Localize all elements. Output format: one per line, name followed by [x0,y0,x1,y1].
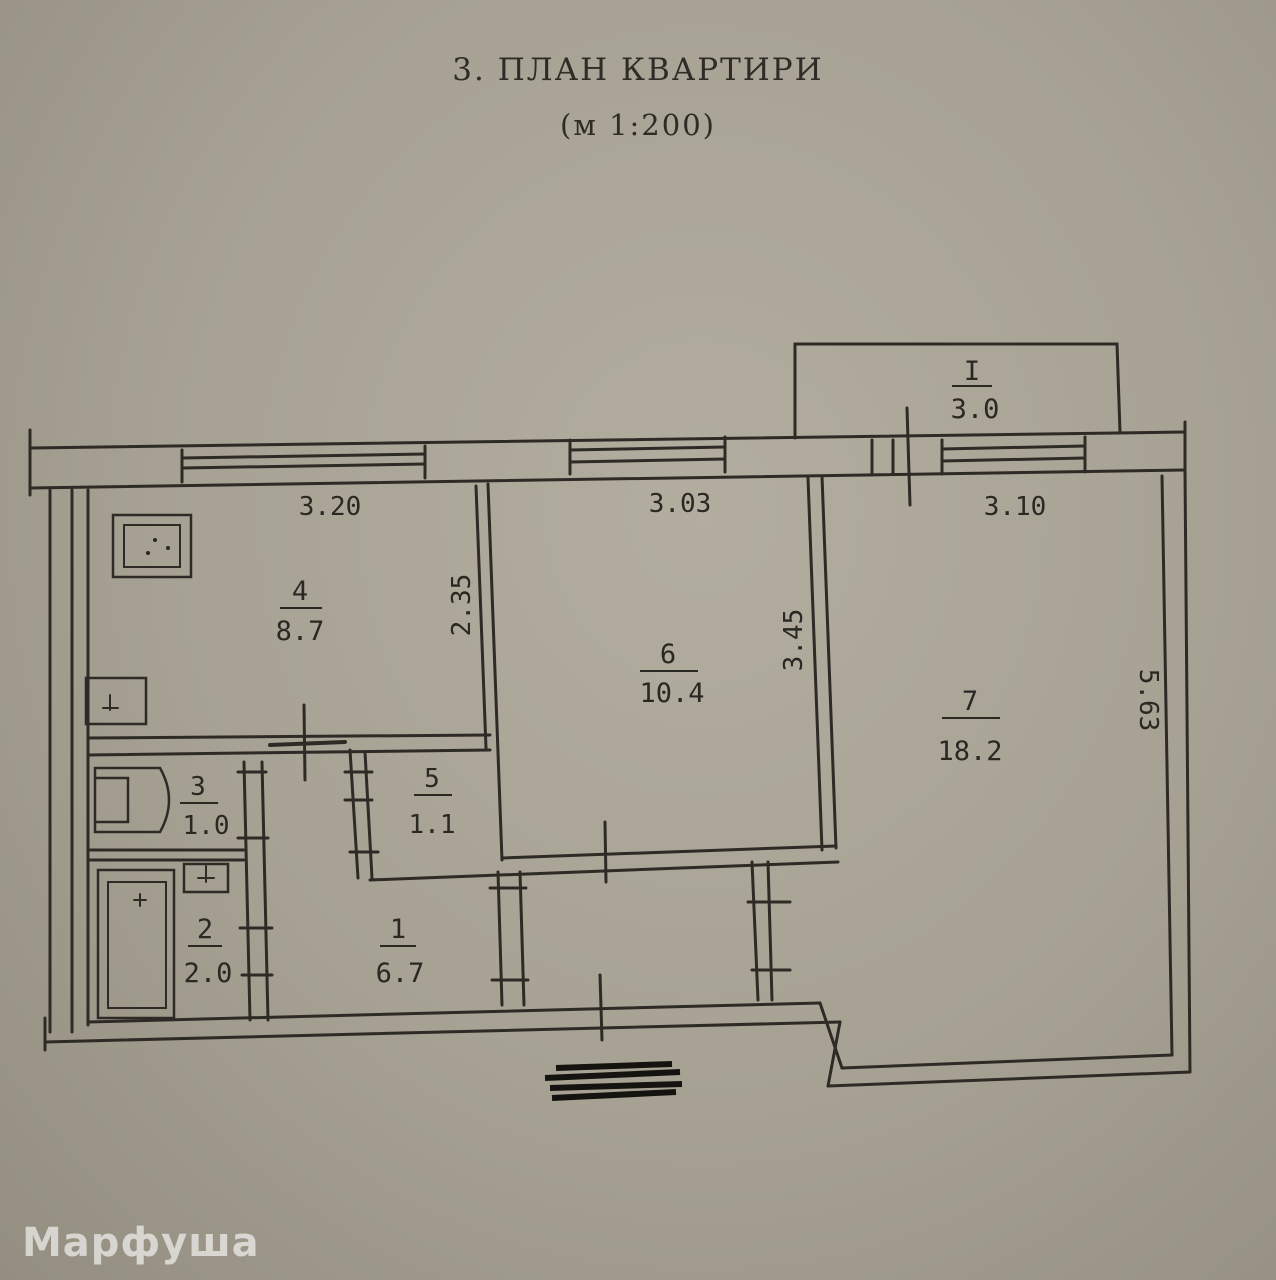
kitchen-door-mark [268,740,347,747]
room7-left-lower-outer [826,1020,842,1088]
room7-bottom-wall-inner [840,1053,1174,1070]
watermark: Марфуша [22,1220,260,1266]
room7-right-wall-inner [1160,474,1174,1057]
facade-wall-inner [28,468,1187,490]
balcony-label: I 3.0 [951,356,1000,425]
svg-text:1.1: 1.1 [409,810,456,840]
room-label-6: 6 10.4 [639,639,704,709]
room6-bottom-b [368,860,840,882]
kitchen-bottom-a [86,733,492,740]
toilet-fixture [93,766,171,834]
dim-top-right: 3.10 [984,492,1047,522]
entry-door-mark [598,973,604,1042]
svg-text:6.7: 6.7 [376,958,425,989]
dim-top-left: 3.20 [299,492,362,522]
corridor-wall-d [766,860,774,1002]
svg-text:1: 1 [390,914,406,945]
dim-top-middle: 3.03 [649,489,712,519]
redacted-scribble [544,1061,683,1101]
room-label-1: 1 6.7 [376,914,425,989]
kitchen-door-tick [302,703,307,782]
svg-text:3: 3 [190,772,206,802]
facade-wall-outer [28,430,1187,450]
svg-text:8.7: 8.7 [276,616,325,647]
sink-fixture [84,676,148,726]
bottom-wall-inner [86,1001,822,1024]
room-label-4: 4 8.7 [276,576,325,647]
wall-room6-room7-b [820,474,838,850]
room7-bottom-wall-outer [826,1070,1192,1088]
bathtub-fixture [96,868,176,1020]
wall-kitchen-room6-b [486,482,504,862]
svg-text:2.0: 2.0 [184,958,233,989]
page-title: 3. ПЛАН КВАРТИРИ [452,52,824,88]
corridor-wall-c [750,860,760,1002]
balcony-door [870,406,912,507]
wall-kitchen-room6-a [474,484,488,750]
room-label-3: 3 1.0 [180,772,229,841]
wall-room6-room7-a [806,476,824,852]
room6-bottom-a [500,844,838,860]
room6-door-mark [603,820,608,884]
closet5-left-a [348,748,360,880]
dim-kitchen-depth: 2.35 [447,574,477,637]
svg-text:5: 5 [424,764,440,794]
scale-label: (м 1:200) [560,108,716,142]
room7-right-wall-outer [1183,468,1192,1074]
room-label-2: 2 2.0 [184,914,233,989]
window-room7 [940,435,1087,476]
basin-fixture [182,862,230,894]
svg-text:3.0: 3.0 [951,394,1000,425]
dim-room7-depth: 5.63 [1133,669,1163,732]
room7-left-lower [818,1001,844,1070]
svg-text:6: 6 [660,639,676,670]
window-kitchen [180,444,427,484]
bottom-wall-outer [43,1020,842,1044]
room-label-7: 7 18.2 [937,686,1002,767]
corridor-ticks-b [746,900,792,972]
window-room6 [568,435,727,476]
corridor-wall-b [518,870,526,1007]
svg-text:18.2: 18.2 [937,736,1002,767]
svg-text:I: I [964,356,980,387]
balcony-outline [793,342,1122,440]
wc-doors [236,770,274,977]
wc-wall-right-b [260,760,270,1022]
room-label-5: 5 1.1 [409,764,456,840]
svg-text:4: 4 [292,576,308,607]
wc-wall-right-a [242,760,252,1022]
svg-text:1.0: 1.0 [183,811,230,841]
svg-text:10.4: 10.4 [639,678,704,709]
svg-text:7: 7 [962,686,978,717]
stove-fixture [111,513,193,579]
svg-text:2: 2 [197,914,213,945]
dim-room6-depth: 3.45 [779,609,809,672]
corridor-ticks-a [488,886,530,982]
wc-bath-separator [86,848,246,862]
closet5-door [343,770,380,854]
kitchen-bottom-b [86,748,492,757]
corridor-wall-a [496,870,504,1007]
